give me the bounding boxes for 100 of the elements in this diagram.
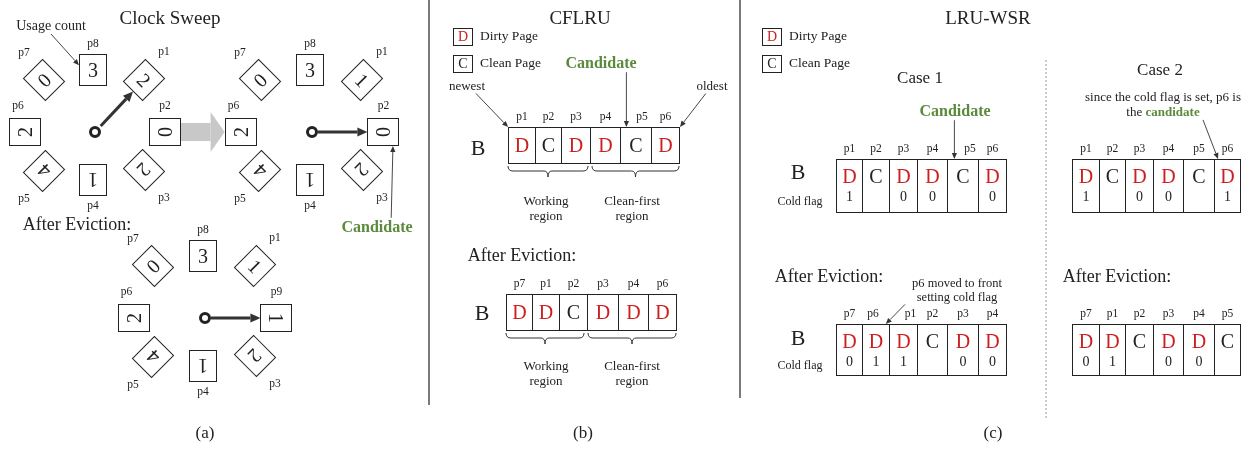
cold-flag-value: 0	[1165, 354, 1172, 371]
page-box: 0	[149, 118, 181, 146]
page-type-letter: D	[1132, 166, 1147, 186]
page-type-letter: D	[896, 166, 911, 186]
cold-flag-value: 1	[846, 189, 853, 206]
panel-caption: (b)	[573, 423, 593, 443]
page-label: p6	[227, 99, 240, 113]
page-label: p2	[926, 307, 939, 321]
page-label: p4	[1162, 142, 1175, 156]
page-cell	[862, 159, 890, 213]
page-cell	[508, 127, 536, 164]
page-box: 2	[117, 304, 150, 332]
section-heading: After Eviction:	[22, 213, 132, 234]
key-description: Clean Page	[789, 55, 851, 71]
page-label: p6	[120, 285, 133, 299]
page-type-letter: D	[842, 331, 857, 351]
page-box: 1	[260, 304, 293, 332]
page-label: p6	[1221, 142, 1234, 156]
page-cell	[947, 159, 979, 213]
cold-flag-value: 0	[989, 189, 996, 206]
page-type-letter: D	[1105, 331, 1120, 351]
page-type-letter: D	[1220, 166, 1235, 186]
page-box: 2	[233, 334, 277, 378]
page-cell	[836, 324, 863, 376]
page-cell	[947, 324, 979, 376]
page-label: p3	[158, 191, 170, 205]
page-label: p3	[597, 277, 609, 291]
page-type-letter: D	[1161, 331, 1176, 351]
page-label: p3	[269, 377, 281, 391]
page-label: p7	[234, 46, 246, 60]
page-label: p1	[1106, 307, 1119, 321]
page-box: 2	[122, 58, 166, 102]
clock-hand	[99, 91, 134, 128]
page-box: 0	[238, 58, 282, 102]
page-cell	[917, 159, 948, 213]
clock-hub	[306, 126, 318, 138]
page-label: p1	[516, 110, 528, 124]
page-type-letter: C	[1220, 331, 1235, 351]
page-type-letter: D	[1161, 166, 1176, 186]
region-label: Working region	[522, 359, 570, 389]
section-heading: After Eviction:	[774, 265, 884, 287]
page-box: 1	[295, 164, 324, 196]
page-label: p3	[570, 110, 582, 124]
page-box: 2	[340, 148, 384, 192]
page-label: p2	[377, 99, 390, 113]
page-label: p5	[127, 378, 139, 392]
cold-flag-value: 0	[1195, 354, 1203, 371]
page-cell	[978, 324, 1007, 376]
page-type-letter: C	[1105, 166, 1120, 186]
page-label: p2	[567, 277, 580, 291]
page-label: p4	[627, 277, 640, 291]
page-label: p1	[1080, 142, 1092, 156]
page-label: p7	[843, 307, 856, 321]
legend-key-box: D	[762, 28, 782, 46]
page-cell	[1099, 159, 1126, 213]
page-type-letter: D	[985, 166, 1000, 186]
panel-title: Clock Sweep	[119, 7, 221, 29]
page-type-letter: C	[629, 135, 643, 155]
page-cell	[1183, 324, 1215, 376]
clock-hub	[199, 312, 211, 324]
case-heading: Case 1	[897, 68, 943, 88]
page-label: p9	[270, 285, 283, 299]
key-description: Dirty Page	[480, 28, 539, 44]
page-cell	[618, 294, 649, 331]
page-box: 0	[367, 118, 400, 146]
page-label: p5	[1193, 142, 1205, 156]
page-label: p4	[1193, 307, 1205, 321]
clock-hand	[318, 127, 368, 137]
section-heading: After Eviction:	[1062, 265, 1172, 287]
key-description: Dirty Page	[789, 28, 848, 44]
page-type-letter: D	[1078, 166, 1094, 186]
page-type-letter: D	[842, 166, 857, 186]
panel-title: LRU-WSR	[945, 7, 1031, 29]
legend-key-box: D	[453, 28, 473, 46]
cold-flag-value: 0	[846, 354, 853, 371]
annotation-text: p6 moved to front setting cold flag	[905, 275, 1009, 305]
cold-flag-value: 0	[929, 189, 936, 206]
page-type-letter: C	[1132, 331, 1147, 351]
page-box: 3	[79, 54, 107, 86]
page-label: p6	[656, 277, 669, 291]
page-label: p5	[964, 142, 976, 156]
page-type-letter: C	[925, 331, 940, 351]
page-label: p6	[986, 142, 999, 156]
page-cell	[836, 159, 863, 213]
page-label: p3	[897, 142, 910, 156]
page-cell	[1099, 324, 1126, 376]
row-label: Cold flag	[777, 195, 823, 209]
page-label: p5	[234, 192, 246, 206]
page-cell	[1183, 159, 1215, 213]
row-label: B	[474, 300, 490, 326]
page-type-letter: D	[1191, 331, 1207, 351]
page-cell	[1153, 159, 1184, 213]
page-cell	[651, 127, 680, 164]
panel-title: CFLRU	[549, 7, 611, 29]
page-label: p4	[197, 385, 209, 399]
page-type-letter: D	[955, 331, 971, 351]
page-label: p3	[376, 191, 388, 205]
page-cell	[561, 127, 591, 164]
row-label: Cold flag	[777, 359, 823, 373]
section-heading: After Eviction:	[467, 244, 577, 266]
